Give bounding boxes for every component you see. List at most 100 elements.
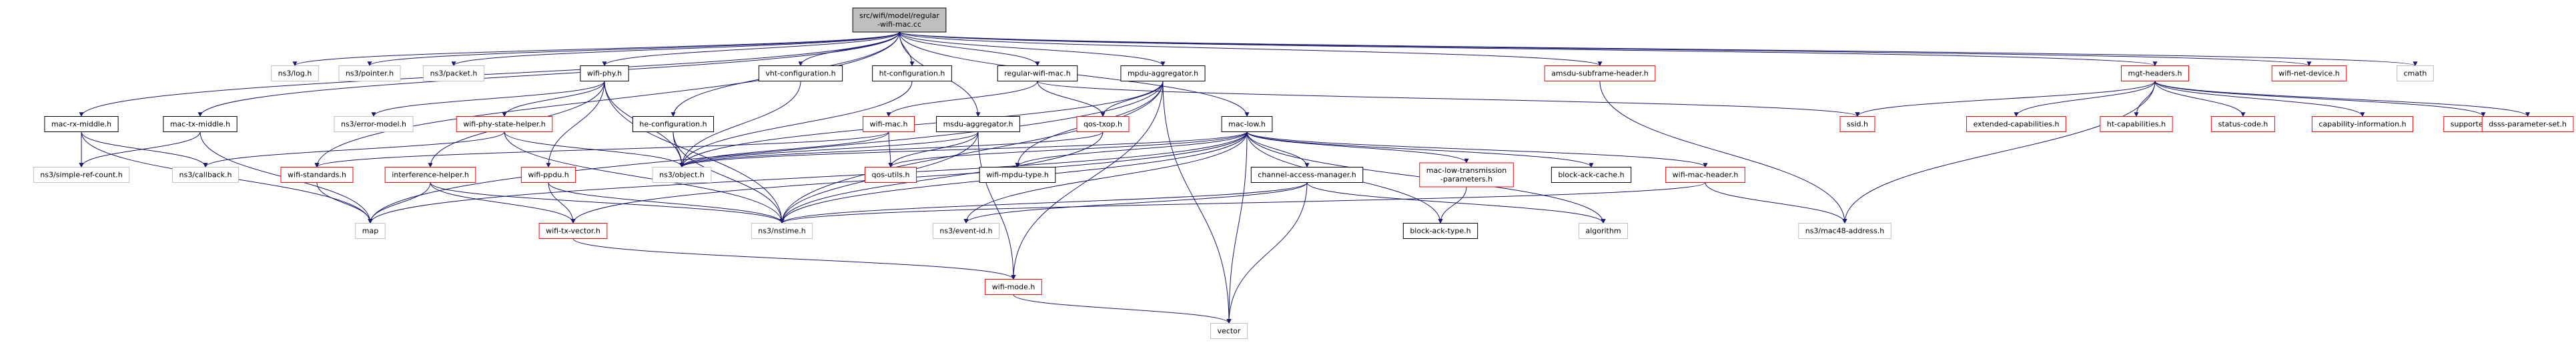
- node-label: block-ack-cache.h: [1558, 171, 1624, 180]
- node-batype[interactable]: block-ack-type.h: [1402, 223, 1478, 239]
- node-box: [1210, 323, 1248, 339]
- edge-root-to-log: [292, 31, 900, 67]
- node-txmid[interactable]: mac-tx-middle.h: [163, 116, 238, 132]
- edge-mgt-to-ssid: [1855, 81, 2156, 117]
- node-bacache[interactable]: block-ack-cache.h: [1551, 167, 1632, 183]
- node-label: status-code.h: [2218, 120, 2268, 129]
- edge-wifiphy-to-wifippdu: [546, 81, 605, 168]
- edge-maclow-to-mpdutype: [1015, 131, 1248, 168]
- edge-interf-to-map: [368, 182, 431, 224]
- node-label: ns3/pointer.h: [346, 69, 394, 78]
- node-interf[interactable]: interference-helper.h: [384, 167, 476, 183]
- node-label: wifi-net-device.h: [2278, 69, 2340, 78]
- edge-wifimode-to-vector: [1013, 294, 1232, 324]
- node-netdev[interactable]: wifi-net-device.h: [2271, 65, 2347, 81]
- node-label: wifi-ppdu.h: [528, 171, 568, 180]
- node-label: dsss-parameter-set.h: [2489, 120, 2567, 129]
- edge-root-to-amsdu: [899, 31, 1603, 67]
- node-maclow[interactable]: mac-low.h: [1221, 116, 1273, 132]
- node-capinfo[interactable]: capability-information.h: [2311, 116, 2414, 132]
- edge-mgt-to-capinfo: [2154, 81, 2365, 117]
- node-label: regular-wifi-mac.h: [1004, 69, 1071, 78]
- node-box: [1551, 167, 1632, 183]
- edge-mgt-to-dsss: [2154, 81, 2530, 117]
- node-box: [423, 65, 484, 81]
- node-label: mac-rx-middle.h: [51, 120, 111, 129]
- node-wifippdu[interactable]: wifi-ppdu.h: [520, 167, 576, 183]
- edge-chanmgr-to-vector: [1226, 182, 1308, 324]
- edge-root-to-regmac: [899, 31, 1040, 67]
- edge-interf-to-nstime: [430, 182, 785, 224]
- edge-root-to-wifiphy: [602, 31, 900, 67]
- node-wifiphy[interactable]: wifi-phy.h: [580, 65, 629, 81]
- node-mltp[interactable]: mac-low-transmission-parameters.h: [1419, 162, 1514, 188]
- node-box: [1578, 223, 1629, 239]
- node-mgt[interactable]: mgt-headers.h: [2121, 65, 2189, 81]
- node-box: [456, 116, 553, 132]
- node-phystate[interactable]: wifi-phy-state-helper.h: [456, 116, 553, 132]
- edge-phystate-to-callback: [203, 131, 505, 168]
- node-status[interactable]: status-code.h: [2211, 116, 2275, 132]
- node-label: mpdu-aggregator.h: [1128, 69, 1198, 78]
- node-heconf[interactable]: he-configuration.h: [632, 116, 715, 132]
- node-label: wifi-mpdu-type.h: [986, 171, 1049, 180]
- edge-maclow-to-chanmgr: [1246, 131, 1310, 168]
- node-label: extended-capabilities.h: [1974, 120, 2060, 129]
- edge-root-to-rxmid: [79, 31, 900, 117]
- node-box: [2271, 65, 2347, 81]
- header-nodes: src/wifi/model/regular-wifi-mac.ccns3/lo…: [33, 7, 2574, 339]
- edge-mgt-to-mac48: [1842, 81, 2156, 224]
- node-pointer: ns3/pointer.h: [338, 65, 401, 81]
- edge-maclow-to-bacache: [1246, 131, 1594, 168]
- edge-maclow-to-eventid: [963, 131, 1248, 224]
- node-box: [355, 223, 386, 239]
- node-box: [997, 65, 1078, 81]
- edge-vht-to-object: [679, 81, 801, 168]
- node-mpdutype[interactable]: wifi-mpdu-type.h: [979, 167, 1056, 183]
- node-box: [384, 167, 476, 183]
- node-qostxop[interactable]: qos-txop.h: [1076, 116, 1130, 132]
- node-box: [758, 65, 843, 81]
- node-wifimac[interactable]: wifi-mac.h: [863, 116, 915, 132]
- edge-wifimac-to-wifistd: [314, 131, 889, 168]
- node-dsss[interactable]: dsss-parameter-set.h: [2481, 116, 2574, 132]
- edge-maclow-to-vector: [1226, 131, 1248, 324]
- node-box: [632, 116, 715, 132]
- node-box: [538, 223, 608, 239]
- node-box: [1419, 162, 1514, 188]
- node-mpduagg[interactable]: mpdu-aggregator.h: [1120, 65, 1206, 81]
- edge-chanmgr-to-nstime: [779, 182, 1308, 224]
- node-vht[interactable]: vht-configuration.h: [758, 65, 843, 81]
- node-htcap[interactable]: ht-capabilities.h: [2100, 116, 2173, 132]
- edge-maclow-to-machdr: [1246, 131, 1708, 168]
- edge-root-to-wifistd: [314, 31, 900, 168]
- edge-qostxop-to-object: [679, 131, 1104, 168]
- node-ssid[interactable]: ssid.h: [1839, 116, 1875, 132]
- node-root[interactable]: src/wifi/model/regular-wifi-mac.cc: [852, 7, 947, 33]
- node-extcap[interactable]: extended-capabilities.h: [1966, 116, 2066, 132]
- node-label: mgt-headers.h: [2128, 69, 2182, 78]
- node-label: ns3/event-id.h: [939, 227, 992, 236]
- node-machdr[interactable]: wifi-mac-header.h: [1665, 167, 1745, 183]
- edge-htconf-to-object: [679, 81, 913, 168]
- node-regmac[interactable]: regular-wifi-mac.h: [997, 65, 1078, 81]
- node-label: capability-information.h: [2318, 120, 2406, 129]
- edge-mpduagg-to-vector: [1162, 81, 1232, 324]
- node-wifistd[interactable]: wifi-standards.h: [280, 167, 354, 183]
- node-htconf[interactable]: ht-configuration.h: [872, 65, 952, 81]
- node-amsdu[interactable]: amsdu-subframe-header.h: [1544, 65, 1656, 81]
- node-label: ssid.h: [1847, 120, 1868, 129]
- node-qosutils[interactable]: qos-utils.h: [864, 167, 917, 183]
- node-box: [1544, 65, 1656, 81]
- node-box: [1250, 167, 1364, 183]
- edge-root-to-pointer: [367, 31, 900, 67]
- node-rxmid[interactable]: mac-rx-middle.h: [44, 116, 119, 132]
- node-txvec[interactable]: wifi-tx-vector.h: [538, 223, 608, 239]
- node-errmodel: ns3/error-model.h: [334, 116, 414, 132]
- node-wifimode[interactable]: wifi-mode.h: [985, 279, 1042, 295]
- node-msduagg[interactable]: msdu-aggregator.h: [936, 116, 1020, 132]
- edge-root-to-txmid: [197, 31, 900, 117]
- edge-regmac-to-wifimac: [886, 81, 1038, 117]
- node-chanmgr[interactable]: channel-access-manager.h: [1250, 167, 1364, 183]
- edge-phystate-to-nstime: [504, 131, 785, 224]
